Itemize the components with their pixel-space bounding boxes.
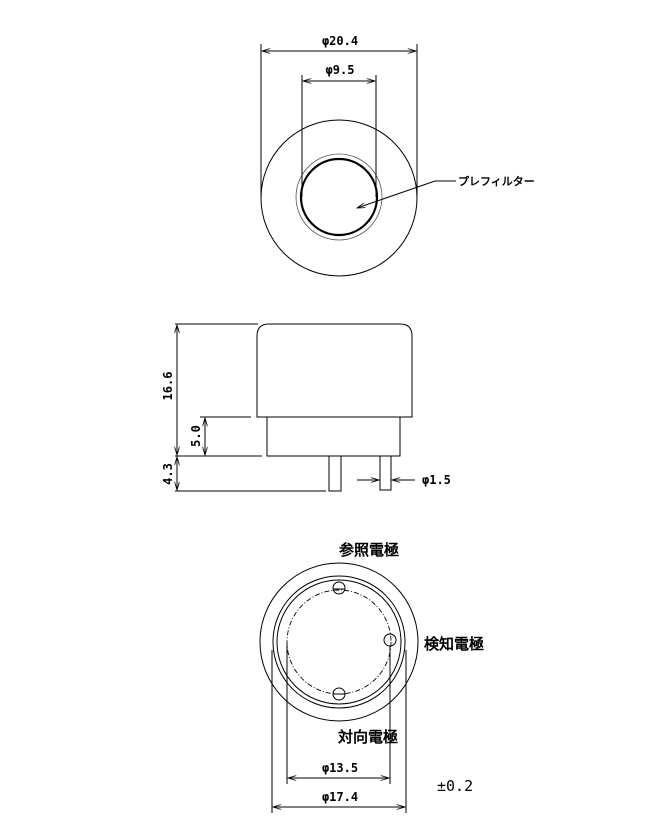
- outer-body-circle: [259, 562, 419, 722]
- sensor-base: [266, 416, 401, 457]
- prefilter-label: プレフィルター: [458, 174, 535, 188]
- outer-diameter-label: φ20.4: [322, 34, 358, 48]
- prefilter-circle: [299, 157, 379, 237]
- base-height-label: 5.0: [189, 425, 203, 447]
- pin-left: [328, 455, 342, 492]
- pin-right: [379, 455, 392, 491]
- base-inner-circle: [276, 579, 402, 705]
- pin-pitch-circle: [286, 589, 392, 695]
- pin-diameter-label: φ1.5: [422, 473, 451, 487]
- side-view: 16.6 5.0 4.3 φ1.5: [161, 323, 451, 492]
- bottom-view: 参照電極 検知電極 対向電極 φ13.5 φ17.4: [259, 541, 484, 813]
- reference-electrode-pin: [332, 581, 346, 595]
- prefilter-leader-line: [357, 180, 456, 208]
- base-circle: [272, 575, 406, 709]
- filter-ring-circle: [295, 153, 383, 241]
- sensing-electrode-label: 検知電極: [424, 635, 484, 653]
- total-height-label: 16.6: [161, 372, 175, 401]
- counter-electrode-label: 対向電極: [337, 728, 398, 746]
- sensor-cap: [256, 323, 413, 418]
- outer-body-circle: [260, 119, 418, 277]
- inner-diameter-label: φ9.5: [326, 63, 355, 77]
- top-view: φ20.4 φ9.5 プレフィルター: [260, 34, 535, 277]
- tolerance-label: ±0.2: [437, 777, 473, 795]
- sensing-electrode-pin: [383, 633, 397, 647]
- base-diameter-label: φ17.4: [322, 790, 358, 804]
- pin-circle-diameter-label: φ13.5: [322, 761, 358, 775]
- pin-length-label: 4.3: [161, 463, 175, 485]
- reference-electrode-label: 参照電極: [339, 541, 399, 559]
